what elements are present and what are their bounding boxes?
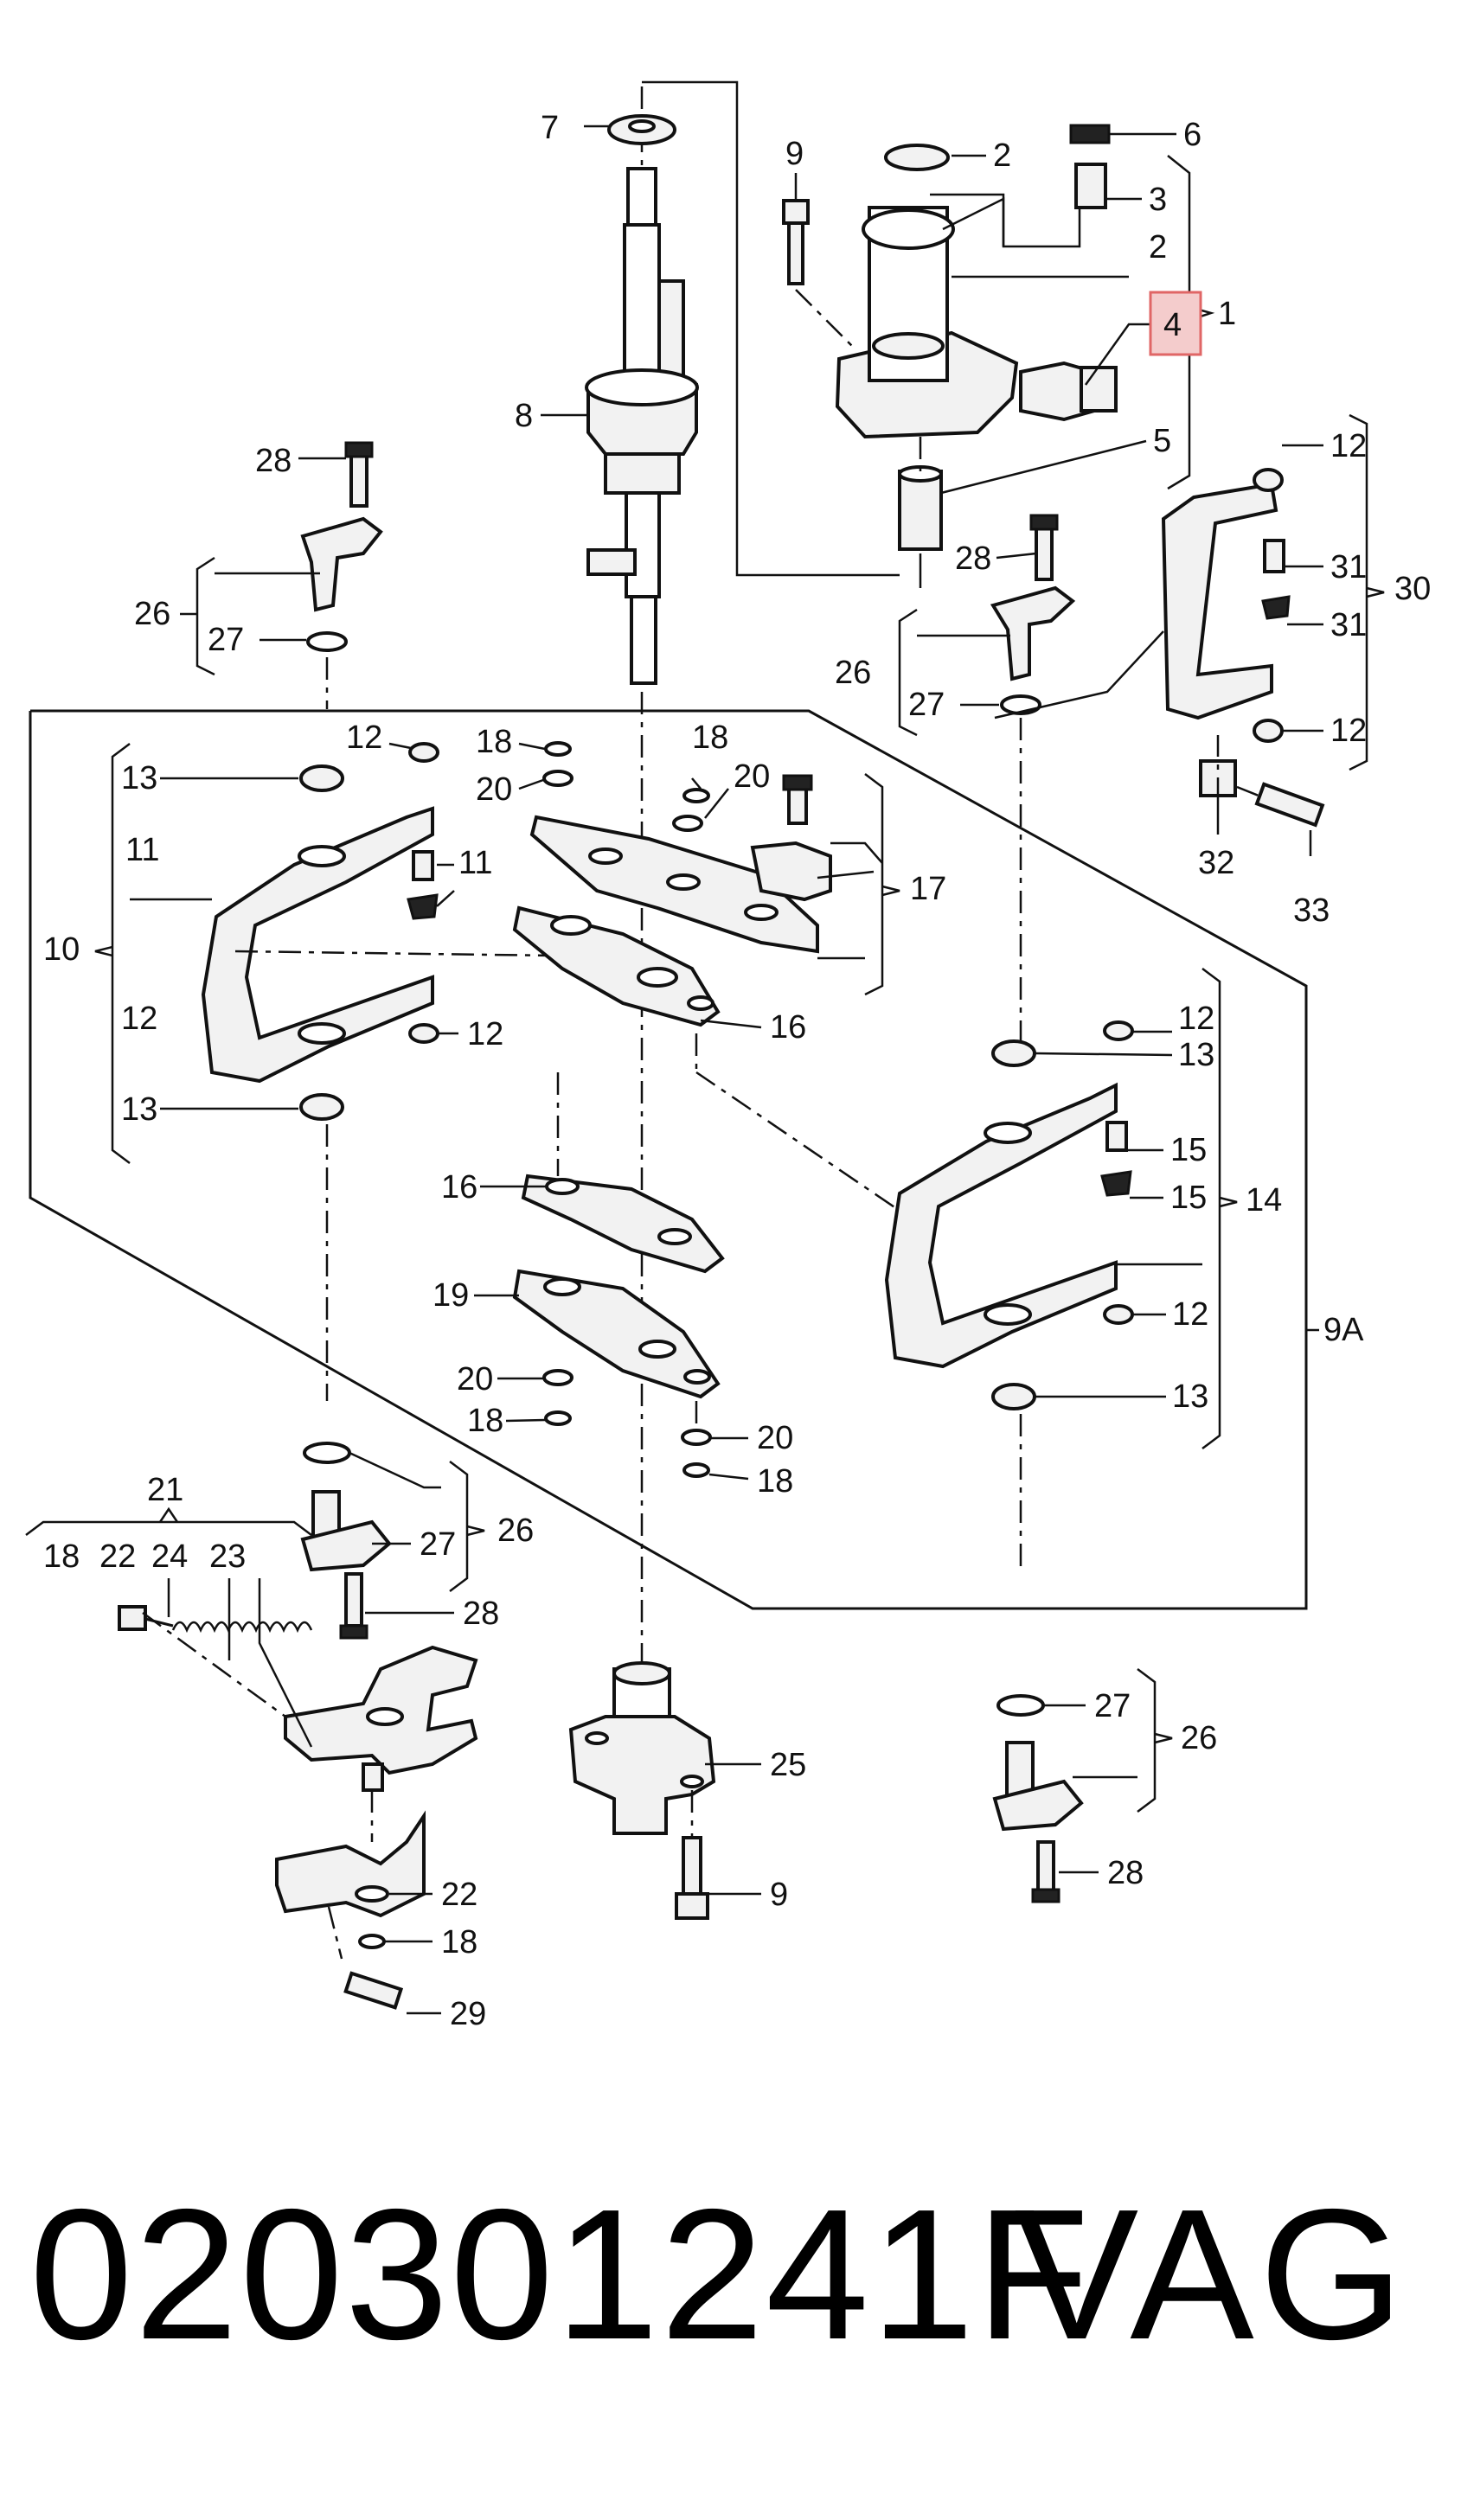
callout-16: 16 [770, 1009, 806, 1046]
callout-28: 28 [255, 443, 292, 479]
callout-26: 26 [1181, 1720, 1217, 1756]
callout-12: 12 [1172, 1296, 1208, 1333]
callout-31: 31 [1330, 549, 1367, 585]
callout-9a: 9A [1323, 1312, 1364, 1348]
callout-21: 21 [147, 1472, 183, 1508]
callout-18: 18 [476, 724, 512, 760]
callout-12: 12 [1330, 428, 1367, 464]
callout-16: 16 [441, 1169, 477, 1206]
part-number: 020301241F [29, 2170, 1092, 2378]
callout-23: 23 [209, 1538, 246, 1575]
callout-27: 27 [420, 1526, 456, 1563]
callout-20: 20 [476, 771, 512, 808]
callout-32: 32 [1198, 845, 1234, 881]
callout-3: 3 [1149, 182, 1167, 218]
exploded-parts-diagram: 7 9 2 6 3 2 4 1 5 8 28 26 27 28 26 27 12… [25, 80, 1431, 2032]
selector-plate-16-upper [512, 905, 721, 1027]
callout-11: 11 [125, 832, 159, 868]
callout-19: 19 [433, 1277, 469, 1314]
selector-plate-17 [529, 774, 832, 954]
callout-12: 12 [121, 1001, 157, 1037]
shift-fork-10 [201, 742, 554, 1401]
callout-18: 18 [43, 1538, 80, 1575]
lever-26-lower-left [300, 1442, 392, 1640]
callout-29: 29 [450, 1996, 486, 2032]
clips-lower [542, 1072, 712, 1478]
callout-labels: 7 9 2 6 3 2 4 1 5 8 28 26 27 28 26 27 12… [43, 110, 1431, 2032]
housing-25 [568, 1661, 716, 1920]
callout-31: 31 [1330, 607, 1367, 643]
callout-26: 26 [497, 1513, 534, 1549]
callout-26: 26 [835, 655, 871, 691]
callout-9: 9 [770, 1877, 788, 1913]
callout-13: 13 [1172, 1378, 1208, 1415]
callout-22: 22 [441, 1877, 477, 1913]
callout-20: 20 [457, 1361, 493, 1398]
callout-8: 8 [515, 398, 533, 434]
callout-30: 30 [1394, 571, 1431, 607]
selector-lever-26-right [990, 514, 1076, 1046]
callout-26: 26 [134, 596, 170, 632]
callout-12: 12 [346, 720, 382, 756]
callout-12: 12 [1330, 713, 1367, 749]
spring-23-bolt-24 [118, 1605, 313, 1718]
shift-shaft-8 [585, 86, 699, 1669]
selector-housing-1 [835, 124, 1118, 588]
callout-22: 22 [99, 1538, 136, 1575]
callout-12: 12 [1178, 1001, 1214, 1037]
shift-fork-14 [695, 1020, 1134, 1574]
callout-28: 28 [463, 1596, 499, 1632]
callout-28: 28 [955, 540, 991, 577]
callout-4: 4 [1163, 307, 1182, 343]
callout-18: 18 [441, 1924, 477, 1960]
callout-1: 1 [1218, 296, 1236, 332]
callout-33: 33 [1293, 892, 1330, 929]
callout-13: 13 [1178, 1037, 1214, 1073]
lever-26-lower-right [992, 1694, 1084, 1903]
callout-7: 7 [541, 110, 559, 146]
callout-15: 15 [1170, 1132, 1207, 1168]
selector-plate-16-lower [521, 1174, 725, 1274]
assembly-frame-9a [29, 709, 1308, 1610]
callout-20: 20 [757, 1420, 793, 1456]
callout-2: 2 [993, 138, 1011, 174]
callout-11: 11 [458, 845, 492, 881]
callout-27: 27 [1094, 1688, 1131, 1724]
clips-upper [542, 741, 710, 832]
callout-12: 12 [467, 1016, 503, 1052]
callout-10: 10 [43, 931, 80, 968]
callout-14: 14 [1246, 1182, 1282, 1218]
callout-25: 25 [770, 1747, 806, 1783]
brand-name: VAG [1014, 2170, 1409, 2378]
callout-24: 24 [151, 1538, 188, 1575]
bolt-9-top [782, 199, 853, 347]
callout-5: 5 [1153, 423, 1171, 459]
callout-28: 28 [1107, 1855, 1144, 1891]
callout-17: 17 [910, 871, 946, 907]
callout-15: 15 [1170, 1180, 1207, 1216]
selector-lever-26-left [300, 441, 383, 709]
callout-18: 18 [757, 1463, 793, 1500]
callout-13: 13 [121, 760, 157, 796]
callout-9: 9 [785, 136, 804, 172]
highlight-box-4[interactable] [1149, 291, 1202, 356]
callout-13: 13 [121, 1091, 157, 1128]
callout-27: 27 [208, 622, 244, 658]
callout-20: 20 [734, 758, 770, 795]
callout-6: 6 [1183, 117, 1201, 153]
footer: 020301241F VAG [0, 2162, 1461, 2421]
bracket-30 [994, 468, 1325, 828]
callout-18: 18 [692, 720, 728, 756]
selector-plate-19 [512, 1269, 721, 1399]
callout-27: 27 [908, 687, 945, 723]
callout-18: 18 [467, 1403, 503, 1439]
callout-2: 2 [1149, 229, 1167, 265]
